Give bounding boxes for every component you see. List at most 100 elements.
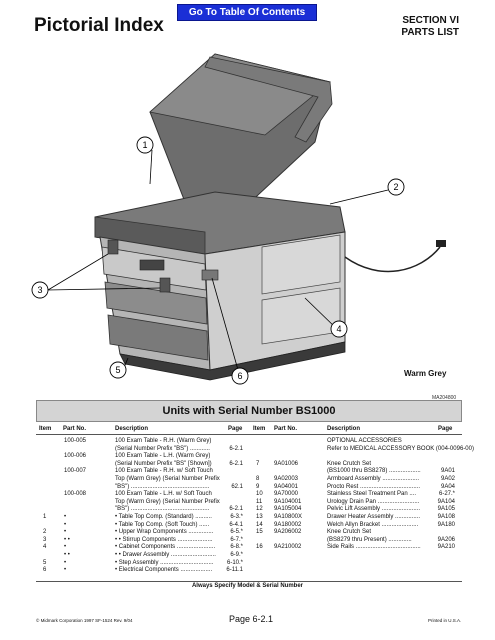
right-row-desc: (BS1000 thru BS8278) ................... <box>327 468 421 475</box>
right-row-part: 9A180002 <box>274 521 302 528</box>
left-row-desc: 100 Exam Table - L.H. (Warm Grey) <box>115 453 211 460</box>
left-col-desc-header: Description <box>115 426 149 432</box>
footer-copyright: © Midmark Corporation 1997 SF-1524 Rev. … <box>36 618 133 623</box>
right-row-desc: Armboard Assembly ...................... <box>327 476 420 482</box>
right-col-page-header: Page <box>438 426 453 432</box>
right-row-page: 9A01 <box>440 468 455 475</box>
left-row-item: 3 <box>43 536 47 543</box>
right-col-part-header: Part No. <box>274 426 298 432</box>
left-row-page: 6-2.1 <box>229 506 243 513</box>
right-row-part: 9A105004 <box>274 506 302 513</box>
right-row-desc: Procto Rest ............................… <box>327 483 421 490</box>
left-row-desc: "BS") ..................................… <box>115 506 210 513</box>
right-row-desc: Stainless Steel Treatment Pan .... <box>327 491 417 498</box>
right-row-part: 9A02003 <box>274 476 299 482</box>
stirrup-left <box>107 239 119 255</box>
left-row-desc: • Table Top Comp. (Soft Touch) ...... <box>115 521 210 528</box>
right-row-part: 9A104001 <box>274 498 302 505</box>
right-row-page: 9A04 <box>440 483 455 490</box>
side-drawer-1 <box>261 234 341 295</box>
left-row-item: 1 <box>43 514 47 520</box>
right-row-item: 14 <box>256 521 263 528</box>
left-row-item: 5 <box>43 559 47 566</box>
right-row-item: 12 <box>256 506 263 513</box>
left-row-desc: (Serial Number Prefix "BS" [Shown]) <box>115 460 212 467</box>
callout-5: 5 <box>109 361 127 379</box>
left-row-part: 100-007 <box>64 468 87 475</box>
callout-2-label: 2 <box>393 182 398 192</box>
left-row-desc: 100 Exam Table - L.H. w/ Soft Touch <box>115 491 212 498</box>
right-row-item: 11 <box>256 498 263 505</box>
left-row-part: • <box>64 567 67 574</box>
left-row-desc: 100 Exam Table - R.H. w/ Soft Touch <box>115 468 213 475</box>
right-row-page: 9A105 <box>437 506 455 513</box>
right-row-item: 7 <box>256 460 260 467</box>
callout-6-label: 6 <box>237 371 242 381</box>
callout-5-label: 5 <box>115 365 120 375</box>
footer-page-number: Page 6-2.1 <box>229 614 274 624</box>
left-row-page: 6-2.1 <box>229 445 243 452</box>
right-row-desc: Drawer Heater Assembly ............... <box>327 514 421 520</box>
callout-4: 4 <box>330 320 348 338</box>
section-heading: SECTION VI PARTS LIST <box>401 15 459 39</box>
left-row-part: • <box>64 514 67 520</box>
callout-3: 3 <box>31 281 49 299</box>
exam-table-illustration: 1 2 3 4 5 6 <box>31 53 446 385</box>
right-row-item: 9 <box>256 483 260 490</box>
right-row-part: 9A70000 <box>274 491 299 498</box>
left-row-part: 100-006 <box>64 453 87 460</box>
left-row-page: 6-2.1 <box>229 460 243 467</box>
page-title: Pictorial Index <box>34 15 164 36</box>
left-row-desc: • Step Assembly ........................… <box>115 559 214 566</box>
left-row-part: 100-005 <box>64 438 87 444</box>
header-rule <box>36 434 462 435</box>
left-row-item: 6 <box>43 567 47 574</box>
drawer-3 <box>107 314 209 361</box>
right-row-part: 9A210002 <box>274 544 302 551</box>
power-cord <box>344 246 441 273</box>
right-row-item: 13 <box>256 514 263 520</box>
right-row-item: 15 <box>256 529 263 536</box>
right-row-page: 9A108 <box>437 514 455 520</box>
footer-printed: Printed in U.S.A. <box>428 618 462 623</box>
right-row-desc: Knee Crutch Set <box>327 460 372 467</box>
right-row-item: 8 <box>256 476 260 482</box>
right-row-desc: (BS8279 thru Present) .............. <box>327 536 412 543</box>
right-row-part: 9A04001 <box>274 483 299 490</box>
right-row-part: 9A206002 <box>274 529 302 536</box>
right-row-desc: Side Rails .............................… <box>327 544 421 551</box>
right-row-page: 9A104 <box>437 498 455 505</box>
drawer-2 <box>104 281 208 325</box>
right-row-desc: Welch Allyn Bracket ....................… <box>327 521 419 528</box>
power-plug <box>436 240 446 247</box>
goto-toc-button[interactable]: Go To Table Of Contents <box>177 4 317 21</box>
left-row-desc: • Upper Wrap Components ............... <box>115 529 214 536</box>
left-col-part-header: Part No. <box>63 426 87 432</box>
left-row-page: 6-9.* <box>230 552 243 558</box>
left-row-desc: Top (Warm Grey) (Serial Number Prefix <box>115 476 220 482</box>
left-row-part: • • <box>64 536 70 543</box>
left-row-desc: • • Stirrup Components .................… <box>115 536 213 543</box>
left-col-item-header: Item <box>39 426 52 432</box>
left-row-page: 6-8.* <box>230 544 243 551</box>
left-row-page: 6-3.* <box>230 514 243 520</box>
left-row-desc: • Electrical Components ................… <box>115 567 213 574</box>
right-row-desc: Refer to MEDICAL ACCESSORY BOOK (004-009… <box>327 445 474 452</box>
left-row-desc: • Table Top Comp. (Standard) .......... <box>115 514 212 520</box>
outlet-panel <box>201 269 219 281</box>
callout-4-label: 4 <box>336 324 341 334</box>
left-row-page: 62.1 <box>231 483 243 490</box>
right-row-desc: Urology Drain Pan ......................… <box>327 498 420 505</box>
backrest-pillow <box>204 56 333 143</box>
section-label: SECTION VI <box>402 15 459 26</box>
left-row-page: 6-7.* <box>230 536 243 543</box>
left-col-page-header: Page <box>228 426 243 432</box>
callout-6: 6 <box>231 367 249 385</box>
right-row-desc: OPTIONAL ACCESSORIES <box>327 438 402 444</box>
always-specify-note: Always Specify Model & Serial Number <box>191 583 304 589</box>
parts-list-label: PARTS LIST <box>401 27 459 38</box>
left-row-part: • <box>64 559 67 566</box>
left-row-desc: (Serial Number Prefix "BS") ............ <box>115 445 210 452</box>
right-row-page: 9A210 <box>437 544 455 551</box>
control-panel <box>139 259 165 271</box>
